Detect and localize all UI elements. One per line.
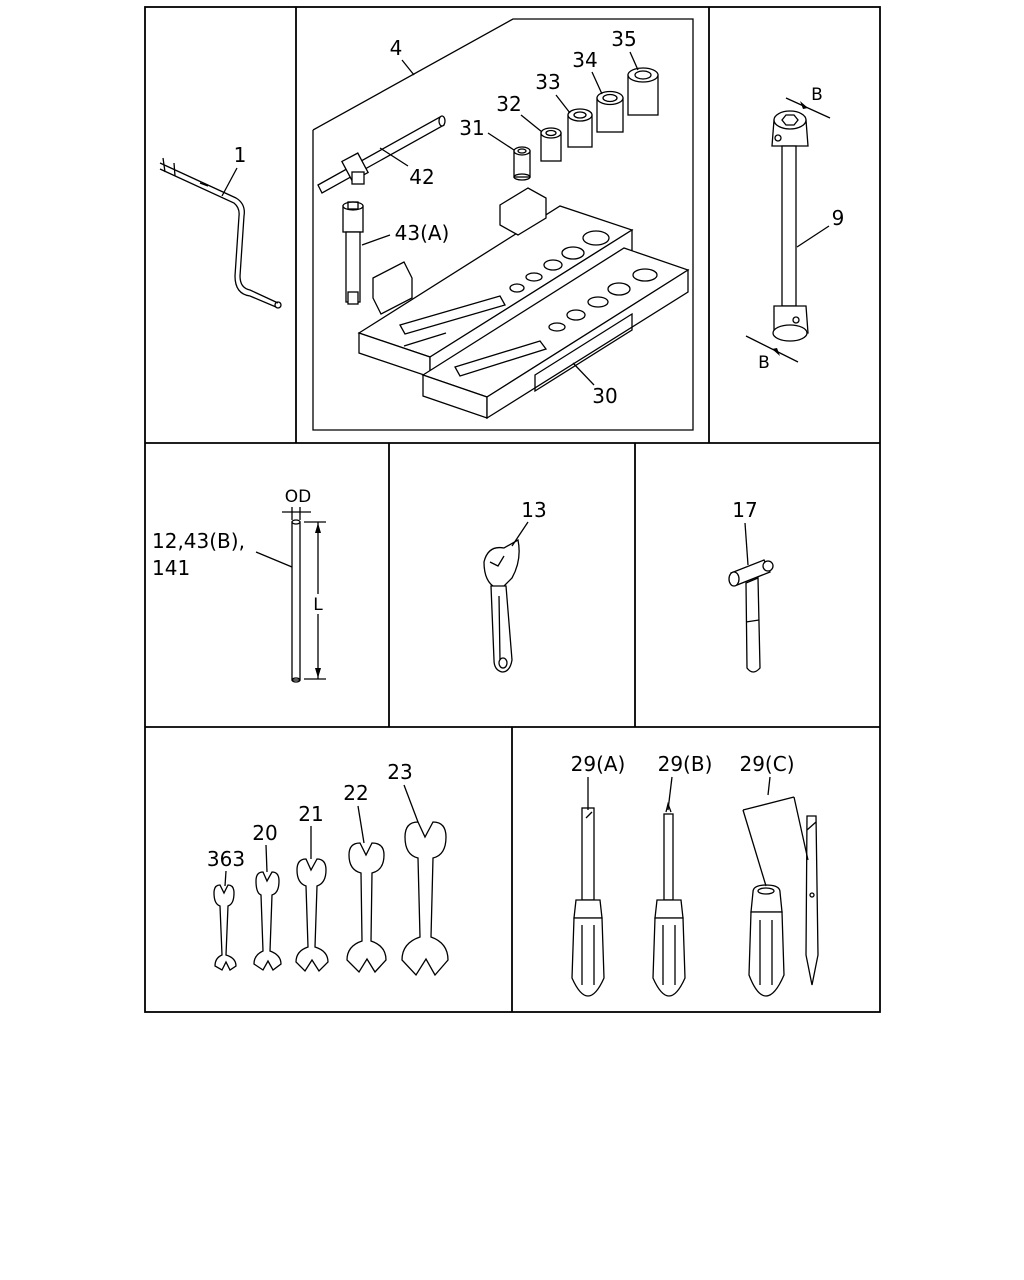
label-screwdriver-29a: 29(A) <box>571 752 626 776</box>
label-socket-35: 35 <box>611 27 636 51</box>
leader-spanner-23 <box>403 784 419 823</box>
label-hammer: 17 <box>732 498 757 522</box>
dimension-od-marker <box>282 507 311 520</box>
leader-socket-35 <box>629 51 639 71</box>
t-handle-42-icon <box>317 115 446 194</box>
screwdriver-29b-icon <box>652 801 686 997</box>
screwdriver-29a-icon <box>571 807 605 997</box>
leader-socket-33 <box>555 94 571 114</box>
label-dimension-b-bottom: B <box>758 353 770 373</box>
label-screwdriver-29b: 29(B) <box>658 752 713 776</box>
label-socket-33: 33 <box>535 70 560 94</box>
leader-socket-34 <box>591 71 603 95</box>
dimension-b-top-marker <box>785 97 831 119</box>
leader-extension-43a <box>361 234 391 246</box>
label-socket-32: 32 <box>496 92 521 116</box>
leader-spanner-20 <box>265 844 268 873</box>
label-socket-34: 34 <box>572 48 597 72</box>
leader-spanner-363 <box>224 870 227 887</box>
spanner-363-icon <box>213 884 237 971</box>
label-adjustable-wrench: 13 <box>521 498 546 522</box>
label-spanner-21: 21 <box>298 802 323 826</box>
leader-case-30 <box>572 362 595 386</box>
socket-32-icon <box>540 127 562 162</box>
spanner-21-icon <box>295 858 329 973</box>
label-rod-l: L <box>313 595 323 615</box>
tool-kit-outline <box>312 18 694 431</box>
leader-rod <box>255 551 293 568</box>
extension-43a-icon <box>342 201 364 305</box>
crank-handle-icon <box>159 157 282 309</box>
dimension-b-bottom-marker <box>745 335 799 363</box>
label-box-wrench: 9 <box>832 206 845 230</box>
leader-hammer <box>744 522 749 566</box>
label-handle-42: 42 <box>409 165 434 189</box>
box-wrench-9-icon <box>771 110 809 342</box>
leader-screwdriver-29b <box>667 776 673 811</box>
screwdriver-29c-icon <box>748 815 819 997</box>
label-rod-line1: 12,43(B), <box>152 529 245 553</box>
tool-case-30-icon <box>357 187 690 420</box>
label-spanner-22: 22 <box>343 781 368 805</box>
label-crank-handle: 1 <box>234 143 247 167</box>
leader-socket-32 <box>520 114 543 133</box>
label-socket-31: 31 <box>459 116 484 140</box>
leader-screwdriver-29c <box>742 776 809 887</box>
leader-socket-31 <box>487 132 515 151</box>
socket-33-icon <box>567 108 593 148</box>
rod-icon <box>291 519 301 683</box>
label-tool-kit: 4 <box>390 36 403 60</box>
spanner-22-icon <box>346 842 387 974</box>
label-rod-od: OD <box>285 487 311 507</box>
leader-handle-42 <box>379 147 409 167</box>
leader-adjustable-wrench <box>511 521 529 547</box>
socket-34-icon <box>596 90 624 133</box>
label-screwdriver-29c: 29(C) <box>739 752 794 776</box>
adjustable-wrench-icon <box>483 538 520 673</box>
spanner-23-icon <box>401 821 449 977</box>
leader-tool-kit <box>401 59 415 76</box>
leader-spanner-22 <box>357 805 365 844</box>
spanner-20-icon <box>253 871 282 971</box>
diagram-frame <box>144 6 881 1013</box>
socket-31-icon <box>513 146 531 181</box>
label-case-30: 30 <box>592 384 617 408</box>
dimension-l-marker <box>304 521 326 680</box>
leader-box-wrench <box>796 225 830 248</box>
label-extension-43a: 43(A) <box>395 221 450 245</box>
label-spanner-363: 363 <box>207 847 245 871</box>
hammer-icon <box>728 559 774 673</box>
leader-crank-handle <box>221 167 238 197</box>
socket-35-icon <box>627 67 659 116</box>
label-dimension-b-top: B <box>811 85 823 105</box>
label-spanner-20: 20 <box>252 821 277 845</box>
label-spanner-23: 23 <box>387 760 412 784</box>
label-rod-line2: 141 <box>152 556 190 580</box>
